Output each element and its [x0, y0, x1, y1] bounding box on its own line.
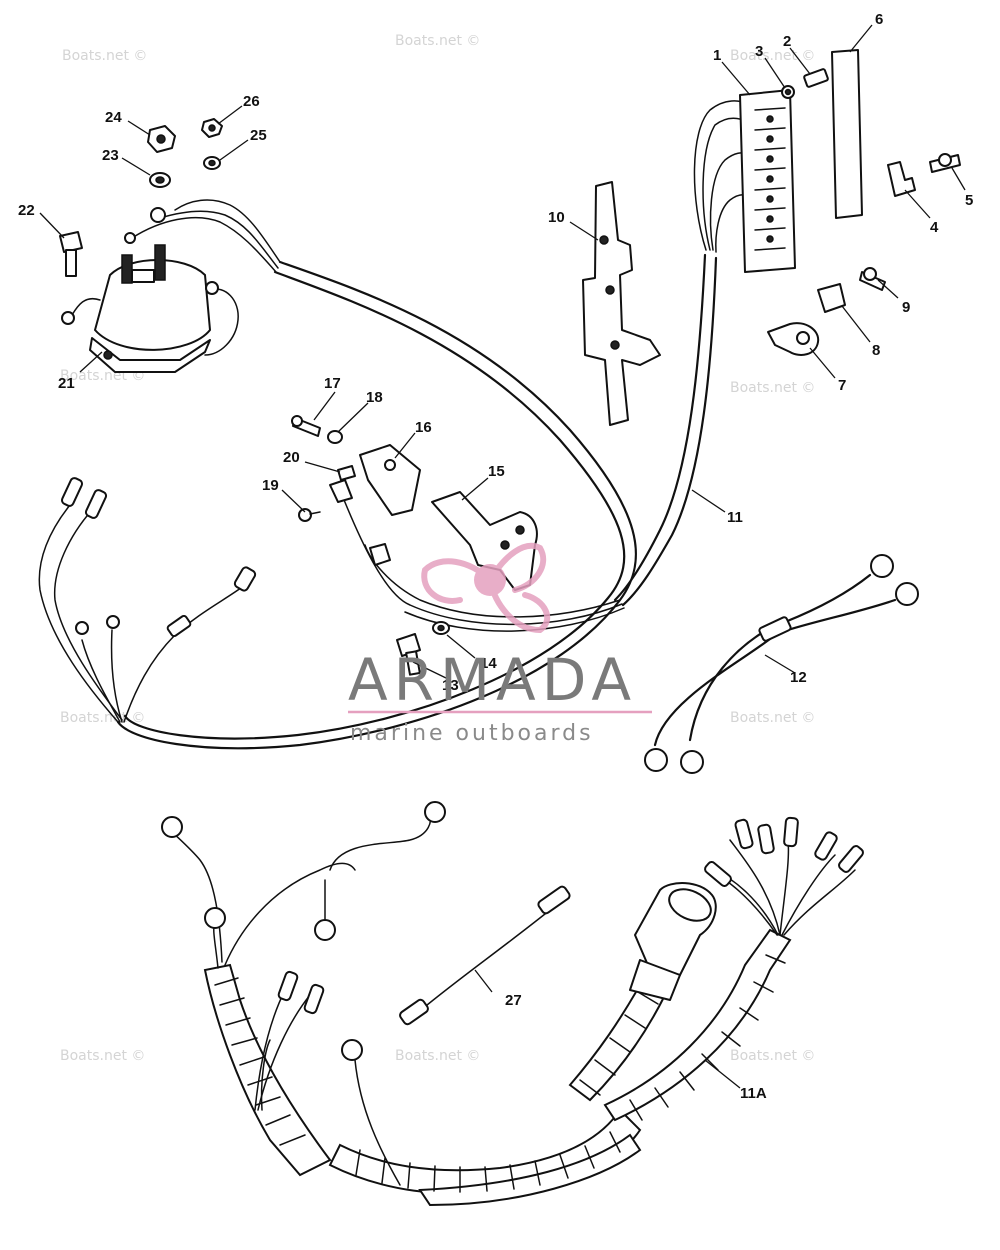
watermark-text: Boats.net ©: [730, 710, 815, 726]
callout-11a: 11A: [740, 1085, 767, 1102]
battery-cable: [644, 554, 919, 774]
callout-23: 23: [102, 147, 119, 164]
callout-8: 8: [872, 342, 880, 359]
callout-labels: 1 2 3 4 5 6 7 8 9 10 11 11A 12 13 14 15 …: [18, 11, 973, 1102]
callout-11: 11: [727, 509, 743, 526]
screw: [859, 267, 886, 291]
watermark-text: Boats.net ©: [730, 48, 815, 64]
callout-16: 16: [415, 419, 432, 436]
clip: [817, 283, 846, 313]
callout-25: 25: [250, 127, 267, 144]
watermark-text: Boats.net ©: [395, 1048, 480, 1064]
callout-4: 4: [930, 219, 939, 236]
watermark-text: Boats.net ©: [730, 380, 815, 396]
callout-26: 26: [243, 93, 260, 110]
callout-9: 9: [902, 299, 910, 316]
callout-14: 14: [480, 655, 497, 672]
sleeve: [337, 465, 356, 481]
nut: [201, 118, 223, 138]
callout-10: 10: [548, 209, 565, 226]
callout-3: 3: [755, 43, 763, 60]
washer: [203, 156, 221, 170]
lower-harness: [161, 801, 864, 1207]
jumper-wire: [399, 885, 571, 1026]
watermark-text: Boats.net ©: [730, 1048, 815, 1064]
screw: [291, 415, 321, 437]
bolt: [59, 231, 83, 277]
callout-12: 12: [790, 669, 807, 686]
starter-solenoid: [61, 207, 239, 373]
callout-6: 6: [875, 11, 883, 28]
watermark-text: Boats.net ©: [62, 48, 147, 64]
leader-lines: [39, 24, 966, 1089]
screw: [298, 508, 321, 522]
callout-15: 15: [488, 463, 505, 480]
wire-connector: [60, 477, 257, 638]
washer: [327, 430, 343, 444]
callout-5: 5: [965, 192, 973, 209]
callout-2: 2: [783, 33, 791, 50]
nut: [147, 125, 176, 153]
washer: [149, 172, 171, 188]
screw: [929, 153, 961, 173]
propeller-icon: [421, 542, 551, 634]
decal: [831, 49, 863, 219]
washer: [432, 621, 450, 635]
cable-clamp: [767, 322, 820, 356]
callout-21: 21: [58, 375, 75, 392]
watermark-layer: Boats.net © Boats.net © Boats.net © Boat…: [60, 33, 815, 1064]
callout-24: 24: [105, 109, 122, 126]
callout-17: 17: [324, 375, 341, 392]
switch: [359, 444, 421, 516]
brand-tagline: marine outboards: [350, 721, 594, 746]
callout-18: 18: [366, 389, 383, 406]
callout-7: 7: [838, 377, 846, 394]
watermark-text: Boats.net ©: [395, 33, 480, 49]
screw: [781, 68, 829, 99]
clip: [887, 161, 916, 197]
callout-13: 13: [442, 677, 459, 694]
brand-name: ARMADA: [348, 646, 637, 714]
callout-20: 20: [283, 449, 300, 466]
mounting-bracket: [582, 181, 661, 426]
watermark-text: Boats.net ©: [60, 1048, 145, 1064]
terminal: [329, 479, 391, 566]
bolt: [396, 633, 421, 676]
callout-1: 1: [713, 47, 721, 64]
callout-19: 19: [262, 477, 279, 494]
terminal-block: [739, 89, 796, 273]
callout-27: 27: [505, 992, 522, 1009]
callout-22: 22: [18, 202, 35, 219]
brand-logo: ARMADA marine outboards: [348, 542, 652, 746]
